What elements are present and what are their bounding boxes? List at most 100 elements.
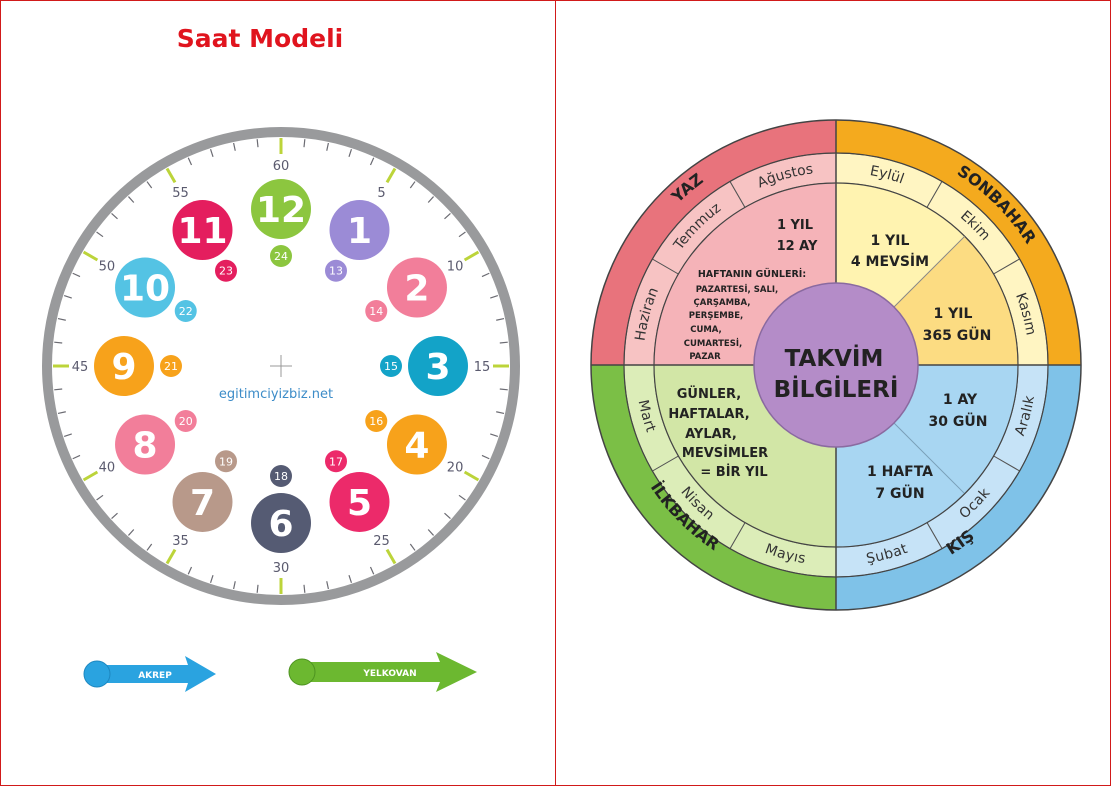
clock-minor-tick [187, 157, 193, 166]
clock-minor-tick [409, 181, 416, 189]
sonbahar-fact-1: 1 YIL [871, 233, 910, 249]
afternoon-bubble-20: 20 [174, 410, 197, 432]
calendar-center-line2: BİLGİLERİ [774, 375, 899, 403]
clock-minor-tick [63, 433, 72, 438]
ilkbahar-fact-3: AYLAR, [685, 427, 737, 442]
afternoon-bubble-22: 22 [174, 300, 197, 322]
clock-minor-tick [499, 388, 508, 391]
afternoon-bubble-15: 15 [380, 355, 402, 377]
clock-minor-tick [209, 575, 214, 584]
clock-minute-label: 40 [99, 461, 116, 476]
clock-minor-tick [496, 411, 505, 414]
hour-bubble-10: 10 [115, 257, 176, 318]
clock-minor-tick [63, 294, 72, 299]
sonbahar-fact-2: 4 MEVSİM [851, 253, 929, 270]
hour-bubble-8: 8 [115, 414, 176, 475]
clock-minor-tick [72, 272, 81, 278]
hour-number: 4 [404, 426, 429, 467]
clock-minor-tick [111, 212, 118, 220]
afternoon-number: 14 [369, 305, 383, 318]
hour-number: 2 [404, 269, 429, 310]
facts-quadrant-yaz [654, 183, 836, 365]
clock-minor-tick [233, 581, 236, 590]
clock-minute-label: 45 [72, 360, 89, 375]
clock-minute-label: 55 [172, 186, 189, 201]
clock-minor-tick [427, 196, 435, 203]
clock-minute-label: 30 [273, 561, 290, 576]
facts-divider-kis [893, 422, 966, 495]
hour-number: 12 [256, 190, 306, 231]
afternoon-number: 19 [219, 455, 233, 468]
clock-minute-label: 60 [273, 159, 290, 174]
afternoon-number: 22 [179, 305, 193, 318]
hour-bubble-9: 9 [94, 336, 154, 396]
clock-major-tick [385, 548, 397, 565]
afternoon-bubble-21: 21 [160, 355, 182, 377]
week-day-6: PAZAR [689, 352, 721, 362]
clock-minor-tick [458, 494, 466, 501]
hour-number: 8 [133, 426, 158, 467]
ilkbahar-fact-5: = BİR YIL [700, 464, 767, 480]
sonbahar-fact-4: 365 GÜN [923, 326, 992, 344]
clock-minor-tick [96, 494, 104, 501]
clock-minute-label: 25 [373, 534, 390, 549]
hour-number: 3 [425, 347, 450, 388]
clock-minor-tick [348, 575, 353, 584]
clock-minor-tick [54, 341, 63, 344]
hour-bubble-1: 1 [329, 200, 390, 261]
clock-major-tick [165, 548, 177, 565]
page-title: Saat Modeli [176, 24, 344, 53]
clock-minor-tick [409, 543, 416, 551]
clock-minute-label: 15 [474, 360, 491, 375]
clock-major-tick [463, 250, 480, 262]
ilkbahar-fact-4: MEVSİMLER [682, 445, 768, 461]
clock-major-tick [82, 470, 99, 482]
minute-hand[interactable]: YELKOVAN [288, 652, 477, 692]
hour-number: 11 [177, 211, 227, 252]
clock-minor-tick [187, 566, 193, 575]
clock-minor-tick [481, 272, 490, 278]
season-segment-ilkbahar [591, 365, 836, 610]
clock-minute-label: 35 [172, 534, 189, 549]
yaz-fact-1: 1 YIL [777, 218, 813, 233]
page-divider [555, 0, 556, 786]
calendar-center [753, 282, 919, 448]
clock-minute-label: 10 [447, 260, 464, 275]
facts-wedge-sonbahar [893, 236, 1018, 365]
afternoon-number: 18 [274, 470, 288, 483]
week-day-5: CUMARTESİ, [684, 338, 742, 349]
clock-minor-tick [233, 142, 236, 151]
season-ring [591, 120, 1081, 610]
clock-minor-tick [326, 581, 329, 590]
ilkbahar-fact-2: HAFTALAR, [668, 407, 749, 422]
clock-center-cross-icon [270, 355, 292, 377]
clock-minor-tick [458, 231, 466, 238]
week-day-3: PERŞEMBE, [689, 311, 743, 321]
afternoon-bubble-13: 13 [325, 259, 347, 282]
clock-minor-tick [209, 148, 214, 157]
season-segment-yaz [591, 120, 836, 365]
clock-minor-tick [490, 294, 499, 299]
clock-minor-tick [111, 512, 118, 520]
clock-major-tick [165, 167, 177, 184]
clock-major-tick [463, 470, 480, 482]
facts-quadrant-ilkbahar [654, 365, 836, 547]
afternoon-number: 16 [369, 415, 383, 428]
clock-minor-tick [496, 318, 505, 321]
clock-minor-tick [303, 584, 306, 593]
ilkbahar-fact-1: GÜNLER, [677, 386, 741, 402]
hour-bubble-4: 4 [386, 414, 447, 475]
clock-minor-tick [481, 454, 490, 460]
clock-minor-tick [54, 388, 63, 391]
clock-minor-tick [490, 433, 499, 438]
hour-bubble-7: 7 [172, 471, 233, 532]
afternoon-number: 20 [179, 415, 193, 428]
clock-minor-tick [427, 529, 435, 536]
afternoon-bubble-18: 18 [270, 465, 292, 487]
hour-hand[interactable]: AKREP [83, 656, 216, 692]
afternoon-number: 13 [329, 265, 343, 278]
kis-fact-4: 7 GÜN [875, 484, 924, 502]
hour-number: 9 [111, 347, 136, 388]
